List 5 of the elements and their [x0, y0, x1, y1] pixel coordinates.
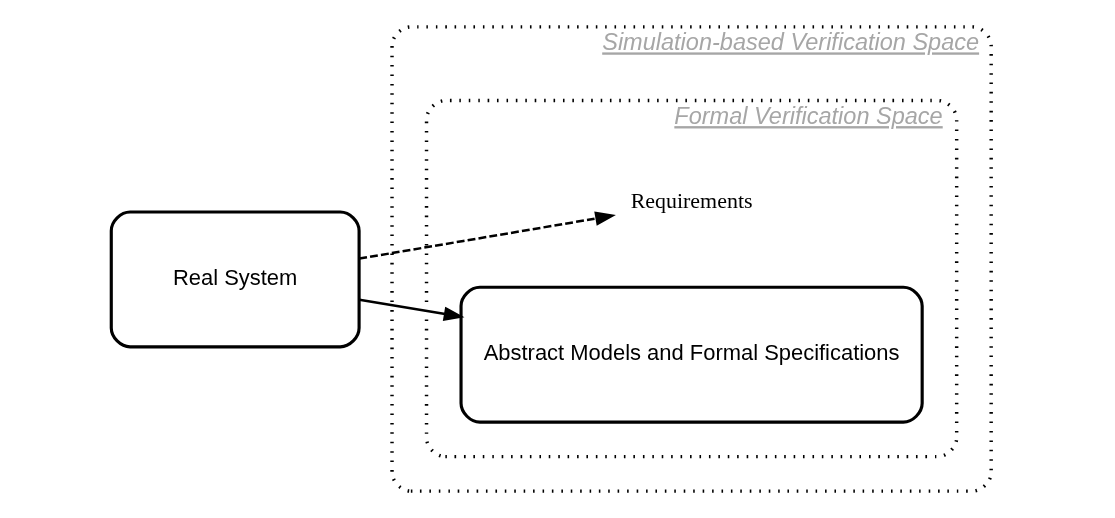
node-text: Requirements	[630, 188, 753, 214]
arrow	[359, 211, 616, 260]
node-box: Real System	[109, 210, 361, 349]
node-box: Abstract Models and Formal Specifications	[459, 285, 924, 424]
arrow	[359, 298, 465, 321]
